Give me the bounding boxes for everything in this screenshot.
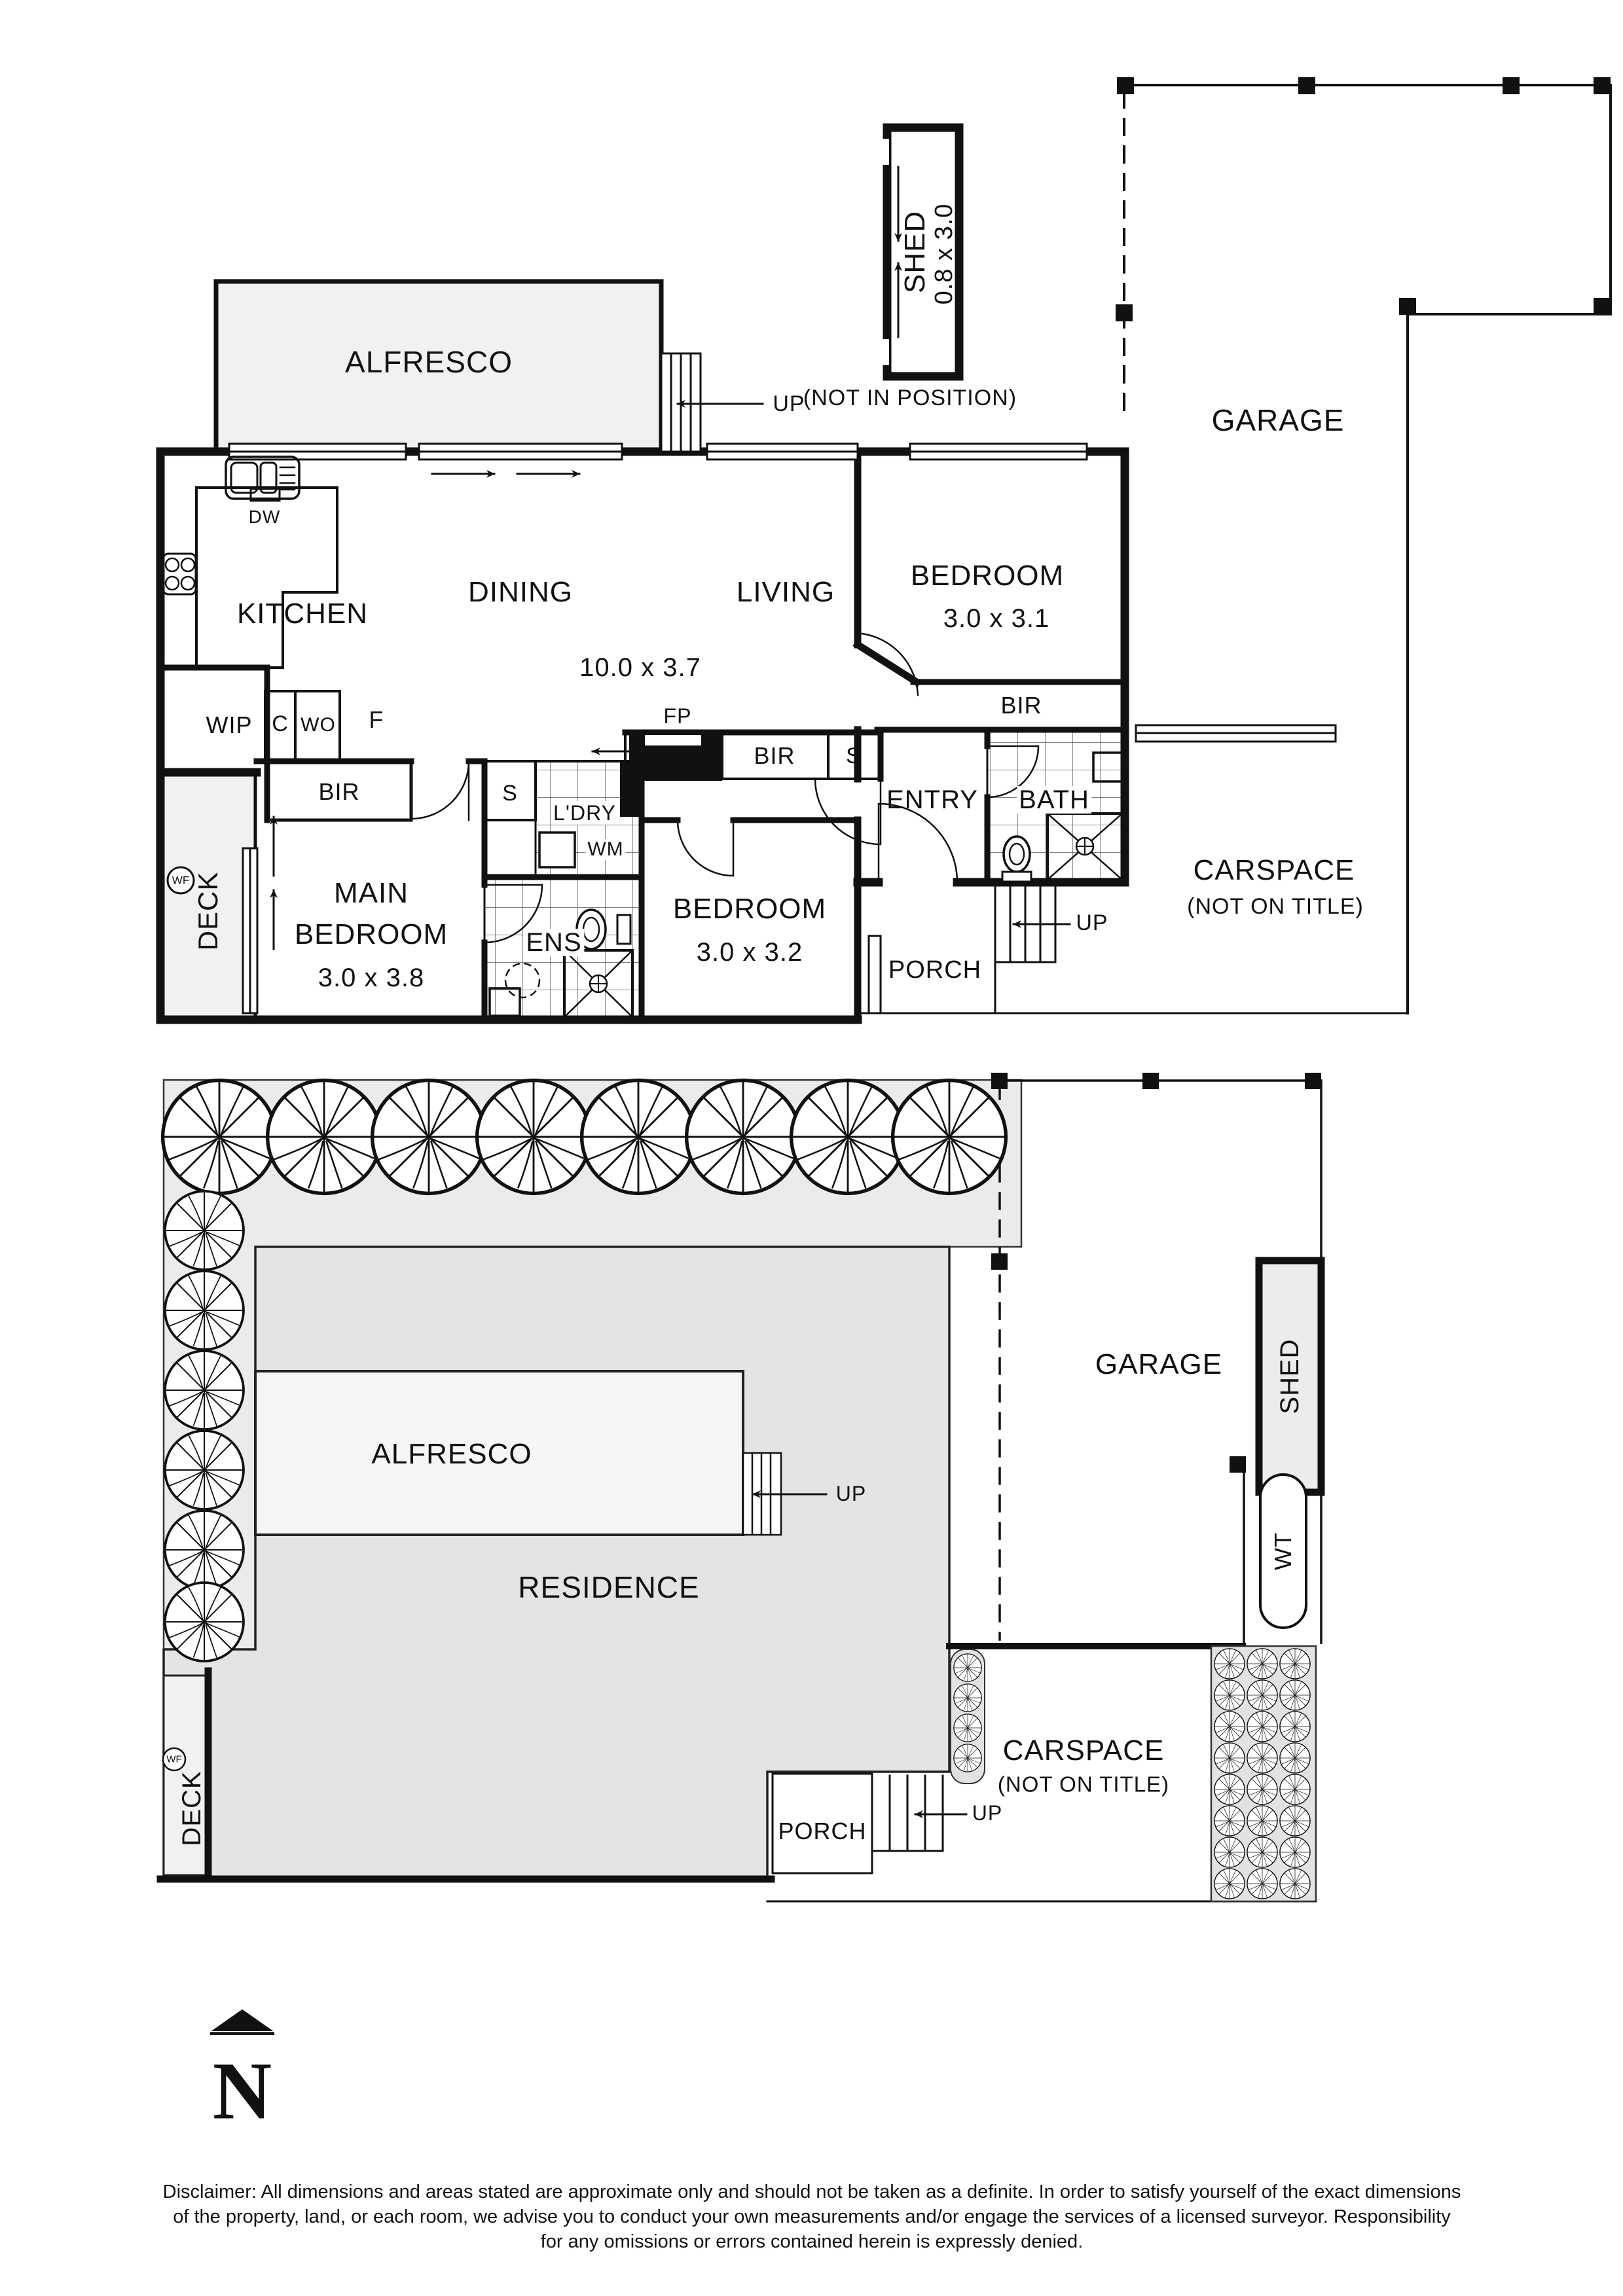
fp-wo-label: WO: [301, 714, 336, 736]
fp-ldry-label: L'DRY: [551, 801, 619, 825]
fp-main-label: MAIN: [334, 877, 409, 909]
site-alfresco-area: [254, 1370, 744, 1536]
disclaimer-text: Disclaimer: All dimensions and areas sta…: [33, 2179, 1591, 2254]
fp-dining-label: DINING: [468, 576, 573, 608]
fp-windows: [228, 442, 1337, 1014]
site-watertank: [1259, 1473, 1307, 1629]
site-porch-label: PORCH: [778, 1818, 867, 1844]
fp-porch-label: PORCH: [888, 956, 982, 984]
site-deck-label: DECK: [177, 1770, 206, 1846]
fp-doors: [410, 632, 1040, 944]
fp-alfresco-stairs: [660, 352, 764, 453]
fp-shed-dims: 0.8 x 3.0: [930, 203, 958, 305]
fp-bedroom2-dims: 3.0 x 3.2: [696, 938, 803, 967]
fp-shed: [880, 123, 964, 381]
site-garage-label: GARAGE: [1095, 1348, 1223, 1380]
site-residence-label: RESIDENCE: [518, 1570, 700, 1604]
fp-garage-boundary: [1123, 84, 1612, 1014]
site-stairs: [742, 1452, 828, 1536]
fp-living-dims: 10.0 x 3.7: [579, 653, 701, 682]
fp-deck-label: DECK: [192, 871, 223, 951]
site-wt-label: WT: [1269, 1532, 1296, 1570]
disclaimer-line3: for any omissions or errors contained he…: [540, 2231, 1084, 2252]
fp-fireplace-slot: [645, 735, 701, 745]
fp-fp-label: FP: [663, 704, 692, 728]
fp-bir1-label: BIR: [1000, 692, 1042, 719]
north-label: N: [212, 2046, 272, 2137]
fp-s-right-label: S: [846, 744, 862, 768]
site-wf-circle: [162, 1747, 187, 1772]
north-arrow-icon: [210, 2009, 274, 2035]
fp-dw-label: DW: [248, 507, 281, 527]
fp-wip-label: WIP: [206, 711, 253, 738]
floor-plan: [156, 77, 1612, 1024]
fp-ens-label: ENS: [523, 929, 585, 956]
fp-bir-bath-walls: [874, 679, 1128, 886]
fp-c-label: C: [272, 711, 289, 736]
disclaimer-line1: Disclaimer: All dimensions and areas sta…: [162, 2181, 1461, 2202]
fp-wm-box: [538, 831, 576, 869]
site-up-label-porch: UP: [972, 1801, 1003, 1825]
fp-living-label: LIVING: [736, 576, 835, 608]
fp-bedroom2-label: BEDROOM: [672, 893, 827, 925]
fp-garage-posts: [1116, 77, 1611, 321]
fp-porch: [856, 881, 1409, 1014]
fp-up-label-top: UP: [773, 391, 805, 416]
fp-wf-label: WF: [172, 874, 190, 887]
disclaimer-line2: of the property, land, or each room, we …: [173, 2206, 1451, 2227]
fp-wf-circle: [166, 866, 195, 895]
fp-alfresco-label: ALFRESCO: [345, 345, 513, 379]
fp-bed1-entry-walls: [852, 448, 922, 1024]
fp-f-label: F: [369, 706, 384, 733]
fp-up-label-porch: UP: [1076, 910, 1108, 935]
fp-shed-label: SHED: [899, 210, 931, 294]
fp-laundry-unit: [620, 761, 642, 817]
fp-wm-label: WM: [585, 839, 626, 860]
fp-main-dims: 3.0 x 3.8: [318, 963, 425, 992]
fp-s-left-label: S: [502, 781, 518, 806]
fp-shed-note: (NOT IN POSITION): [803, 386, 1017, 410]
site-wf-label: WF: [166, 1753, 182, 1765]
site-garage-boundary: [946, 1079, 1322, 1649]
fp-garage-label: GARAGE: [1211, 403, 1345, 437]
fp-main-bedroom-label: BEDROOM: [294, 918, 448, 950]
fp-bedroom1-label: BEDROOM: [910, 560, 1065, 592]
fp-carspace-note: (NOT ON TITLE): [1187, 894, 1364, 919]
site-shed-area: [1255, 1257, 1325, 1496]
site-carspace-note: (NOT ON TITLE): [997, 1772, 1170, 1797]
site-shed-label: SHED: [1275, 1338, 1304, 1414]
fp-bir-left-label: BIR: [318, 778, 360, 805]
fp-bir-right-label: BIR: [754, 742, 795, 769]
fp-kitchen-label: KITCHEN: [236, 598, 369, 630]
fp-bedroom1-dims: 3.0 x 3.1: [943, 604, 1050, 633]
fp-carspace-label: CARSPACE: [1193, 854, 1355, 886]
site-porch: [766, 1772, 1317, 1903]
site-plan: [156, 1073, 1325, 1903]
fp-alfresco-area: [213, 279, 664, 454]
fp-bath-label: BATH: [1017, 786, 1091, 814]
site-up-label-stairs: UP: [835, 1482, 867, 1505]
site-alfresco-label: ALFRESCO: [371, 1438, 532, 1470]
fp-entry-label: ENTRY: [886, 785, 978, 814]
fp-deck-area: [160, 772, 257, 1020]
site-carspace-label: CARSPACE: [1002, 1734, 1165, 1767]
fp-kitchen-fixtures: [162, 456, 338, 669]
fp-bath-fixtures: [1001, 751, 1123, 883]
